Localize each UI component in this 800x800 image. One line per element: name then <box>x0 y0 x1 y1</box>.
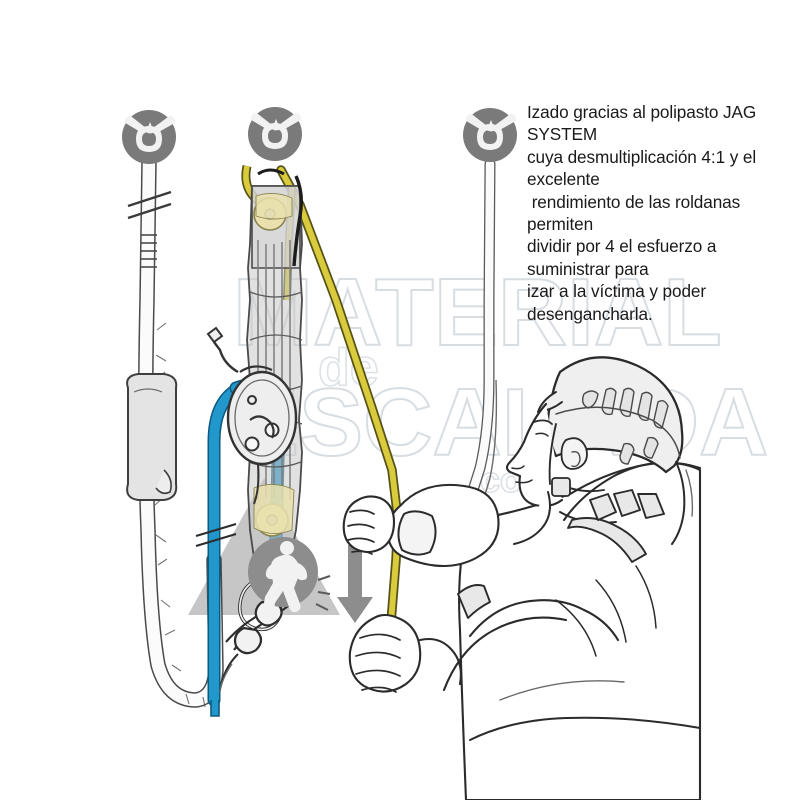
anchor-point-icon <box>463 108 517 162</box>
descender-device <box>206 326 298 505</box>
watermark-line-1: MATERIAL <box>233 259 722 366</box>
upper-fist <box>342 495 396 555</box>
anchor-point-icon <box>248 107 302 161</box>
caption-text: Izado gracias al polipasto JAG SYSTEM cu… <box>527 102 757 324</box>
anchor-point-icon <box>122 110 176 164</box>
victim-icon <box>248 537 318 623</box>
shock-absorber-pack <box>126 373 178 501</box>
pull-direction-down-arrow <box>337 545 373 623</box>
lower-fist <box>348 613 462 693</box>
